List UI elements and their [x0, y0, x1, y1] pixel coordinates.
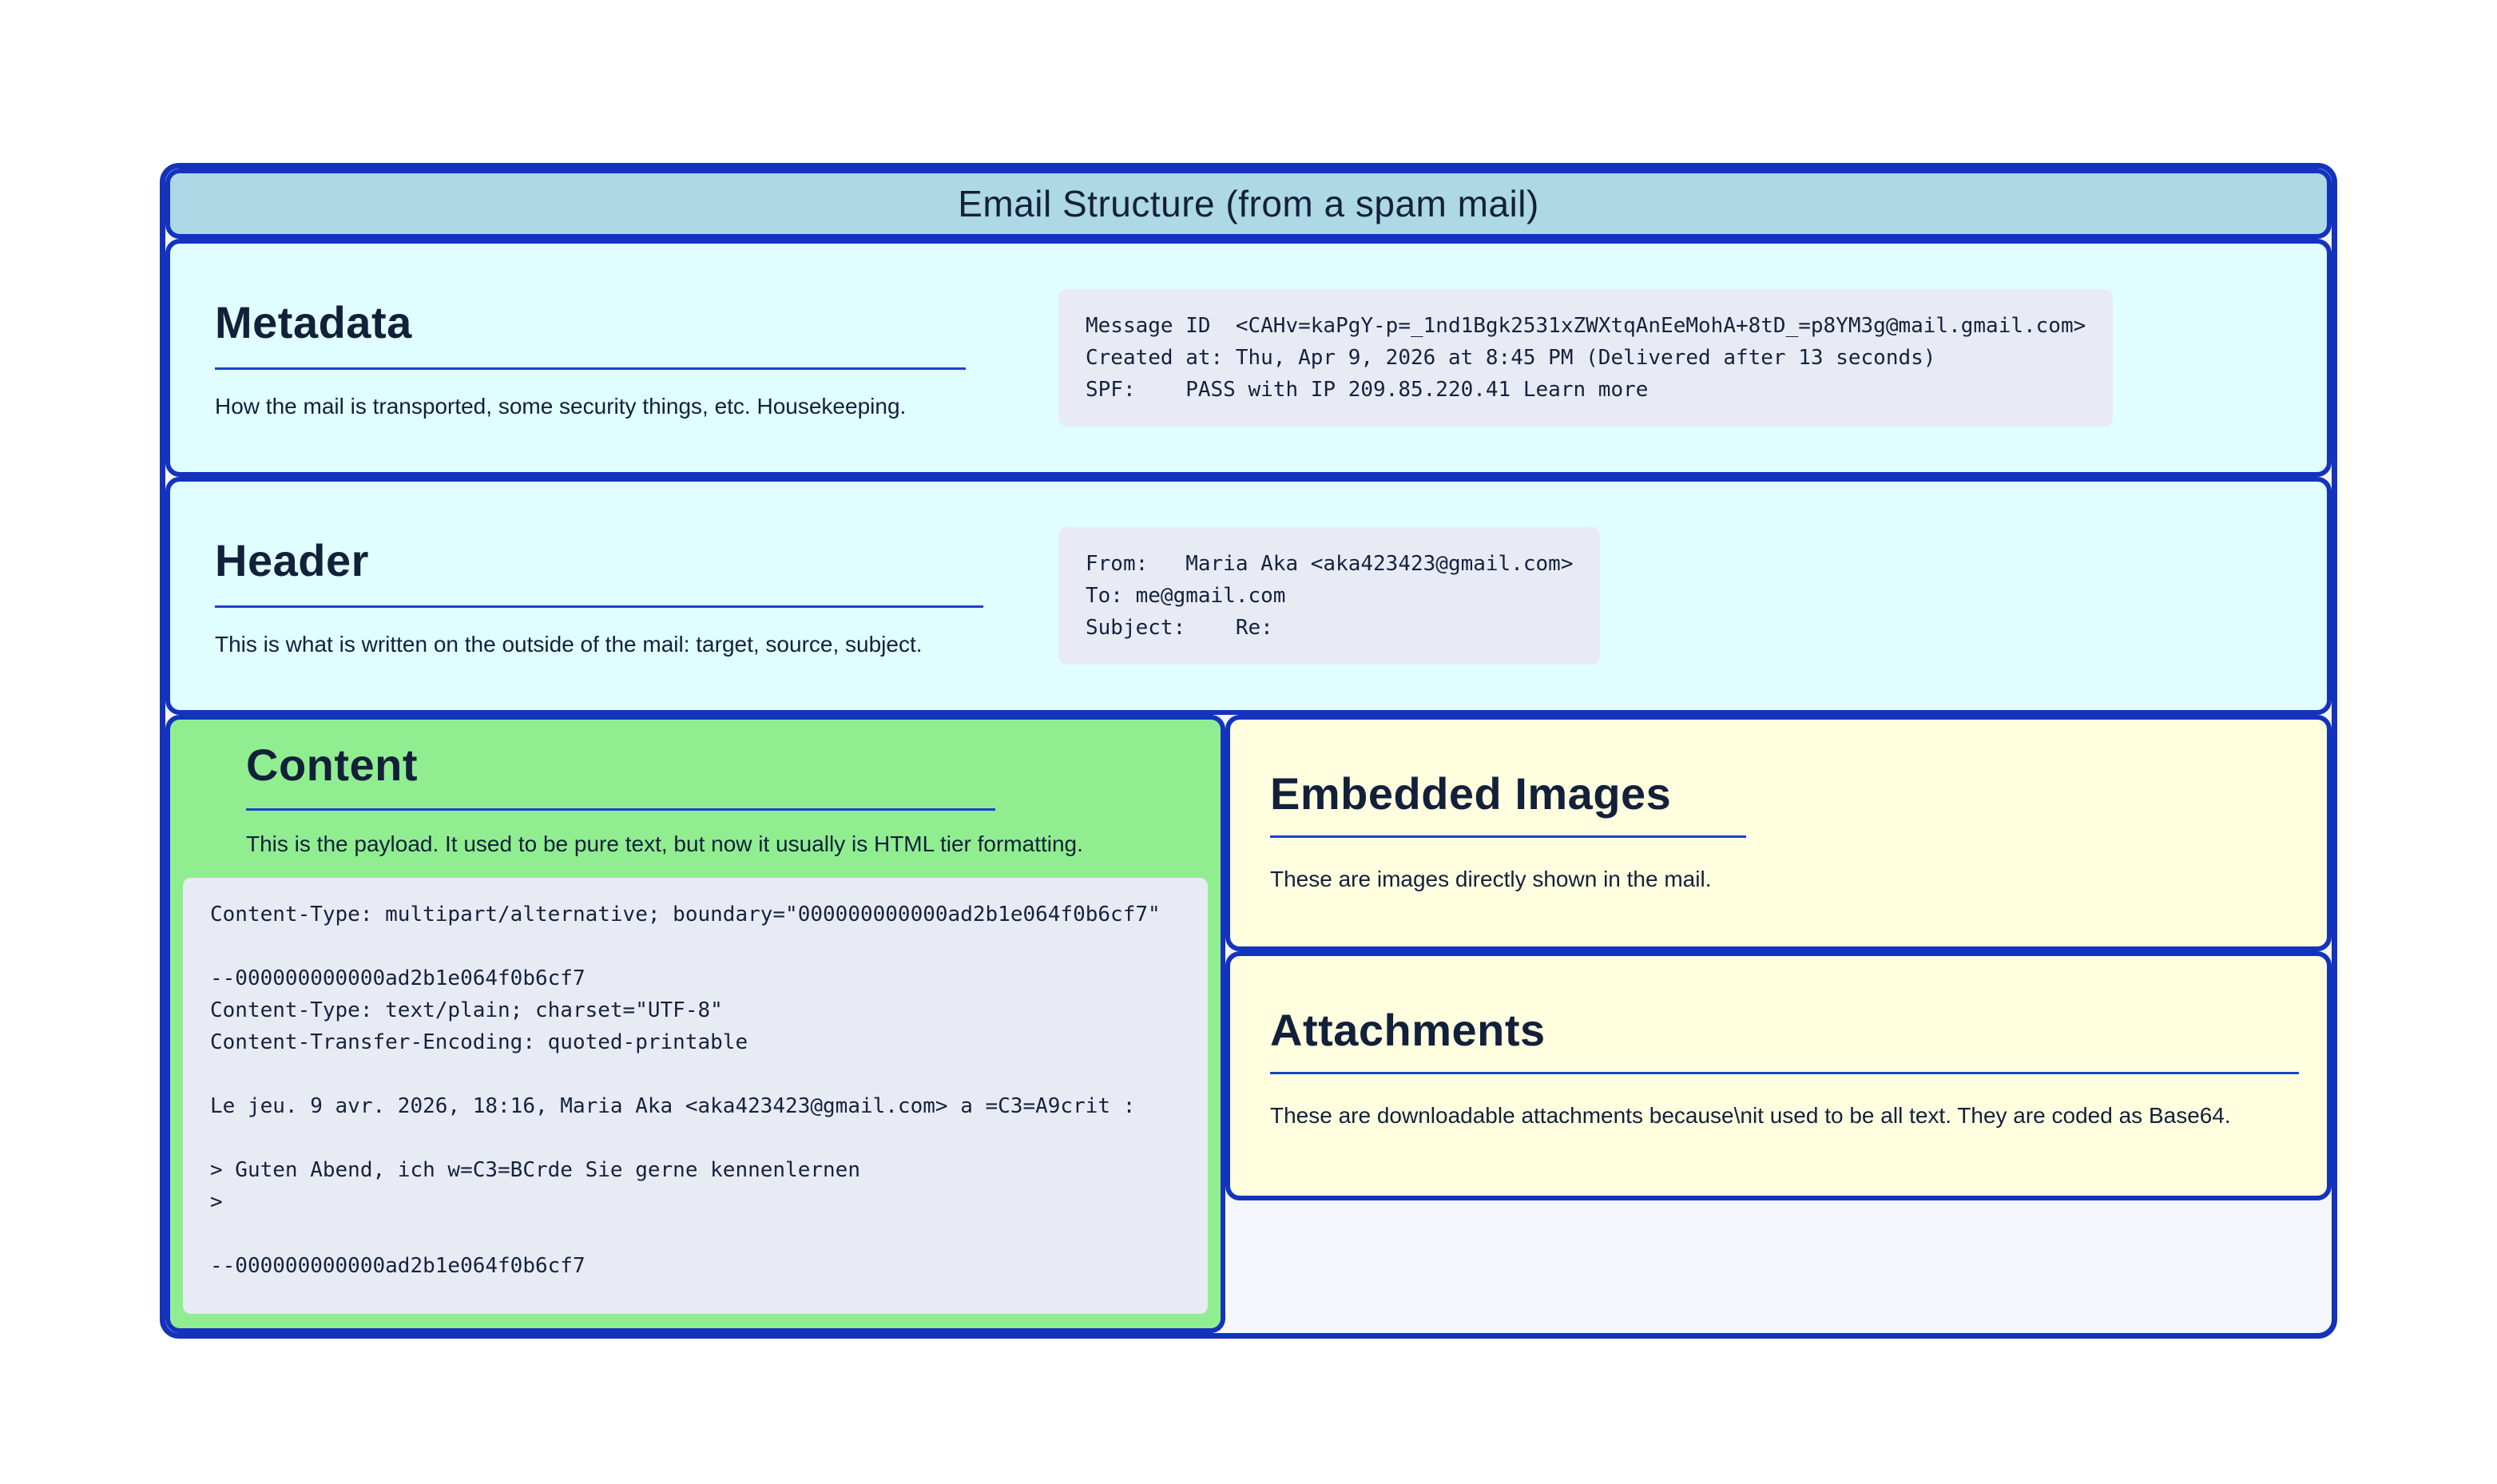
embedded-images-heading-rule: [1270, 835, 1746, 838]
embedded-images-heading: Embedded Images: [1270, 768, 1672, 819]
section-attachments: Attachments These are downloadable attac…: [1225, 951, 2332, 1200]
metadata-heading: Metadata: [215, 297, 412, 347]
diagram-title: Email Structure (from a spam mail): [958, 183, 1539, 224]
section-embedded-images: Embedded Images These are images directl…: [1225, 715, 2332, 951]
attachments-heading: Attachments: [1270, 1005, 1546, 1055]
diagram-title-bar: Email Structure (from a spam mail): [165, 169, 2332, 239]
section-metadata: Metadata How the mail is transported, so…: [165, 239, 2332, 477]
metadata-code-block: Message ID <CAHv=kaPgY-p=_1nd1Bgk2531xZW…: [1058, 289, 2114, 427]
content-text-column: Content This is the payload. It used to …: [170, 720, 1221, 857]
header-code-block: From: Maria Aka <aka423423@gmail.com> To…: [1058, 527, 1601, 665]
content-code-block: Content-Type: multipart/alternative; bou…: [183, 878, 1208, 1314]
section-header: Header This is what is written on the ou…: [165, 477, 2332, 715]
header-heading: Header: [215, 535, 369, 585]
header-text-column: Header This is what is written on the ou…: [170, 534, 1058, 657]
metadata-heading-rule: [215, 367, 966, 370]
header-description: This is what is written on the outside o…: [215, 632, 923, 657]
content-description: This is the payload. It used to be pure …: [246, 831, 1083, 856]
right-column: Embedded Images These are images directl…: [1225, 715, 2332, 1333]
attachments-description: These are downloadable attachments becau…: [1270, 1103, 2231, 1128]
embedded-images-description: These are images directly shown in the m…: [1270, 867, 1712, 891]
metadata-text-column: Metadata How the mail is transported, so…: [170, 296, 1058, 419]
bottom-row: Content This is the payload. It used to …: [165, 715, 2332, 1333]
section-content: Content This is the payload. It used to …: [165, 715, 1225, 1333]
header-heading-rule: [215, 605, 983, 608]
diagram-frame: Email Structure (from a spam mail) Metad…: [160, 163, 2337, 1339]
attachments-heading-rule: [1270, 1072, 2299, 1074]
content-heading: Content: [246, 740, 419, 790]
content-heading-rule: [246, 808, 995, 811]
metadata-description: How the mail is transported, some securi…: [215, 394, 907, 419]
